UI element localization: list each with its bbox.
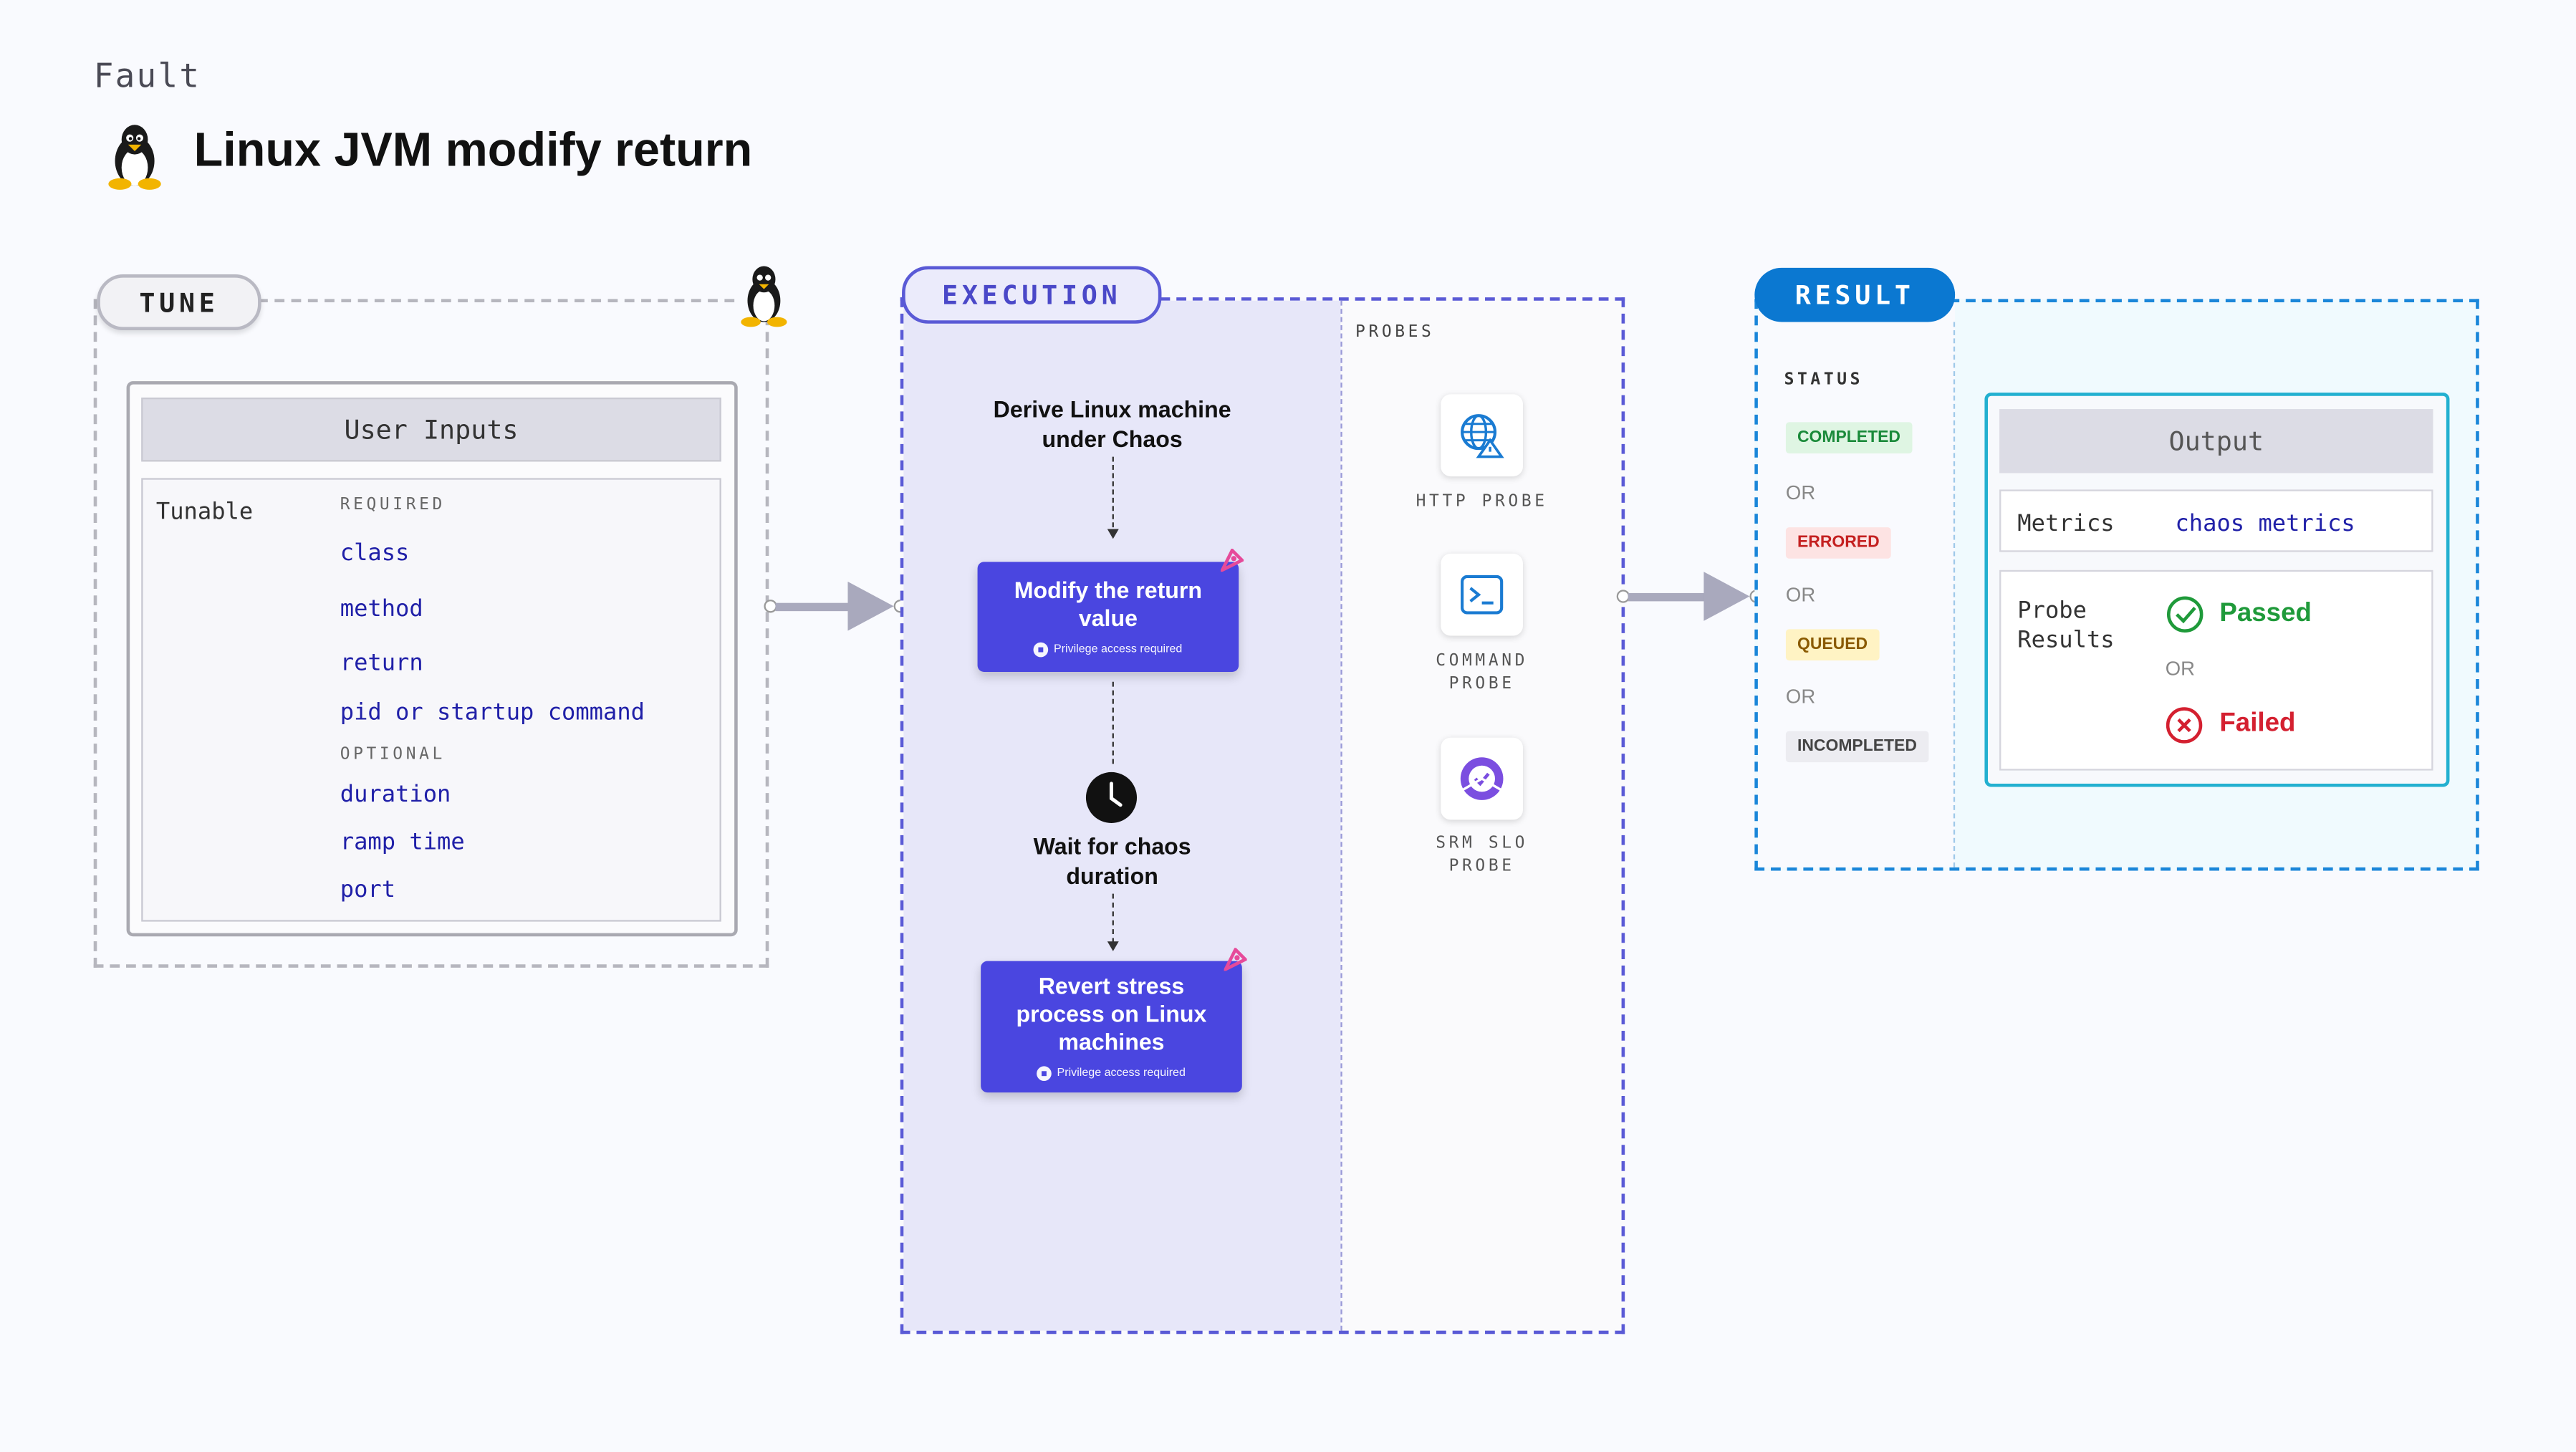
failed-label: Failed <box>2219 709 2296 738</box>
or-label: OR <box>1785 583 1816 607</box>
page-title: Linux JVM modify return <box>193 125 753 178</box>
tune-section <box>93 299 769 968</box>
linux-tux-icon <box>741 266 787 327</box>
flow-arrow-tip <box>1107 941 1119 951</box>
revert-stress-card: Revert stress process on Linux machines … <box>981 961 1242 1093</box>
arrow-head-icon <box>1703 572 1750 621</box>
param-class: class <box>340 540 410 567</box>
param-ramp-time: ramp time <box>340 830 465 856</box>
tune-border <box>258 299 735 302</box>
param-pid: pid or startup command <box>340 699 645 726</box>
status-queued-badge: QUEUED <box>1785 629 1880 660</box>
command-probe-label: COMMAND PROBE <box>1436 652 1529 693</box>
lock-icon <box>1037 1066 1052 1082</box>
param-method: method <box>340 596 423 623</box>
derive-step: Derive Linux machine under Chaos <box>993 395 1231 452</box>
flow-line <box>1112 456 1114 536</box>
result-divider <box>1953 322 1956 867</box>
metrics-value: chaos metrics <box>2175 511 2355 537</box>
or-label: OR <box>1785 481 1816 505</box>
status-incompleted-badge: INCOMPLETED <box>1785 731 1928 763</box>
param-port: port <box>340 877 396 904</box>
param-duration: duration <box>340 782 451 809</box>
execution-pill: EXECUTION <box>902 266 1162 324</box>
privilege-note: Privilege access required <box>1037 1066 1186 1082</box>
flow-arrow <box>1628 592 1711 602</box>
srm-slo-probe-label: SRM SLO PROBE <box>1436 835 1529 876</box>
required-label: REQUIRED <box>340 496 446 514</box>
srm-slo-probe-tile <box>1441 737 1523 820</box>
wait-step: Wait for chaos duration <box>1033 832 1191 889</box>
modify-return-card: Modify the return value Privilege access… <box>977 562 1239 673</box>
slo-icon <box>1460 757 1504 800</box>
status-completed-badge: COMPLETED <box>1785 422 1913 453</box>
user-inputs-title: User Inputs <box>141 398 721 462</box>
globe-icon <box>1461 414 1504 458</box>
result-pill: RESULT <box>1754 267 1956 322</box>
probes-label: PROBES <box>1355 323 1435 342</box>
terminal-icon <box>1461 574 1504 615</box>
probe-results-label: Probe Results <box>2017 597 2115 654</box>
flow-arrow-tip <box>1107 529 1119 539</box>
or-label: OR <box>1785 685 1816 708</box>
tune-pill: TUNE <box>97 274 261 330</box>
status-errored-badge: ERRORED <box>1785 527 1891 559</box>
chaos-flag-icon <box>1220 548 1244 572</box>
card-title: Revert stress process on Linux machines <box>1016 972 1207 1055</box>
command-probe-tile <box>1441 553 1523 636</box>
metrics-label: Metrics <box>2017 511 2115 537</box>
status-column <box>1757 302 1956 867</box>
probe-results-box <box>1999 569 2433 771</box>
metrics-row <box>1999 489 2433 552</box>
x-circle-icon <box>2166 707 2203 744</box>
flow-arrow <box>775 602 855 612</box>
output-title: Output <box>1999 409 2433 473</box>
param-return: return <box>340 650 423 677</box>
arrow-head-icon <box>847 581 894 631</box>
user-inputs-body <box>141 478 721 922</box>
execution-divider <box>1340 300 1342 1331</box>
privilege-note: Privilege access required <box>1034 642 1182 658</box>
or-label: OR <box>2165 657 2195 681</box>
tunable-label: Tunable <box>155 499 254 526</box>
flow-line <box>1112 681 1114 764</box>
http-probe-tile <box>1441 394 1523 477</box>
optional-label: OPTIONAL <box>340 746 446 764</box>
check-circle-icon <box>2166 596 2203 633</box>
linux-tux-icon <box>108 125 161 190</box>
category-label: Fault <box>93 55 201 96</box>
flow-line <box>1112 893 1114 943</box>
clock-icon <box>1085 771 1138 823</box>
http-probe-label: HTTP PROBE <box>1416 493 1548 511</box>
lock-icon <box>1034 642 1049 658</box>
status-label: STATUS <box>1784 371 1864 390</box>
card-title: Modify the return value <box>1014 576 1203 631</box>
passed-label: Passed <box>2219 600 2312 628</box>
chaos-flag-icon <box>1224 948 1247 971</box>
